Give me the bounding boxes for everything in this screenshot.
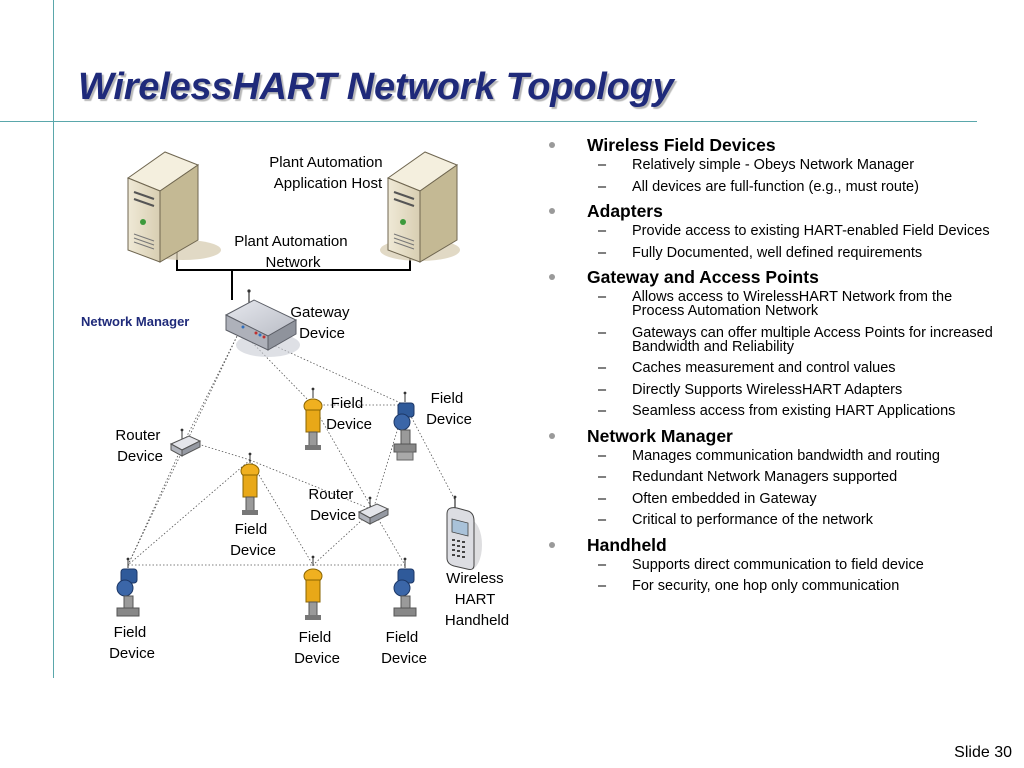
bullet-heading: Gateway and Access Points xyxy=(587,267,819,287)
router-device-center xyxy=(357,496,390,525)
gateway-label: Gateway Device xyxy=(290,304,353,342)
field-device-blue-top-right xyxy=(393,391,417,461)
slide-title: WirelessHART Network Topology xyxy=(78,66,674,108)
sub-bullet: –Manages communication bandwidth and rou… xyxy=(598,447,940,464)
bullet-item: Gateway and Access Points –Allows access… xyxy=(546,267,1006,418)
bullet-item: Handheld –Supports direct communication … xyxy=(546,534,1006,594)
bullet-dot-icon xyxy=(549,208,555,214)
bullet-dot-icon xyxy=(549,432,555,439)
gateway-device xyxy=(224,289,300,357)
sub-bullet-list: –Manages communication bandwidth and rou… xyxy=(587,447,1006,528)
plant-host-server-left xyxy=(126,151,221,263)
field-device-label-middle: Field Device xyxy=(230,521,276,559)
bullet-heading: Network Manager xyxy=(587,425,733,446)
bullet-list: Wireless Field Devices –Relatively simpl… xyxy=(546,135,1006,601)
router-label-left: Router Device xyxy=(115,427,164,465)
left-guide-line xyxy=(53,0,54,678)
field-device-label-top-right: Field Device xyxy=(426,390,472,428)
sub-bullet: –For security, one hop only communicatio… xyxy=(598,578,900,594)
sub-bullet: –All devices are full-function (e.g., mu… xyxy=(598,178,919,195)
field-device-yellow-middle xyxy=(240,452,260,515)
field-device-yellow-bottom xyxy=(303,555,323,620)
handheld-label: Wireless HART Handheld xyxy=(445,570,509,629)
sub-bullet: –Often embedded in Gateway xyxy=(598,490,817,507)
router-device-left xyxy=(169,428,202,457)
wireless-hart-handheld xyxy=(446,495,482,570)
bullet-item: Network Manager –Manages communication b… xyxy=(546,425,1006,528)
bullet-heading: Handheld xyxy=(587,534,667,555)
network-topology-diagram: Plant Automation Application Host Plant … xyxy=(81,151,509,667)
field-device-yellow-top xyxy=(303,387,323,450)
sub-bullet: –Fully Documented, well defined requirem… xyxy=(598,244,923,261)
title-underline xyxy=(0,121,977,122)
sub-bullet: –Redundant Network Managers supported xyxy=(598,469,898,485)
field-device-label-bottom-center: Field Device xyxy=(294,629,340,667)
sub-bullet-list: –Allows access to WirelessHART Network f… xyxy=(587,289,1006,419)
network-manager-label: Network Manager xyxy=(81,314,189,329)
field-device-label-bottom-left: Field Device xyxy=(109,624,155,662)
bullet-dot-icon xyxy=(549,142,555,148)
plant-host-label: Plant Automation Application Host xyxy=(269,154,387,192)
bullet-dot-icon xyxy=(549,274,555,280)
field-device-label-top-center: Field Device xyxy=(326,395,372,433)
sub-bullet-list: –Provide access to existing HART-enabled… xyxy=(587,224,1006,260)
field-device-blue-bottom-right xyxy=(393,557,417,617)
field-device-blue-bottom-left xyxy=(116,557,140,617)
sub-bullet-list: –Supports direct communication to field … xyxy=(587,556,1006,594)
bullet-heading: Wireless Field Devices xyxy=(587,135,776,155)
sub-bullet: –Critical to performance of the network xyxy=(598,512,873,528)
bullet-item: Wireless Field Devices –Relatively simpl… xyxy=(546,135,1006,194)
bullet-item: Adapters –Provide access to existing HAR… xyxy=(546,201,1006,260)
sub-bullet: –Gateways can offer multiple Access Poin… xyxy=(598,324,993,355)
sub-bullet: –Directly Supports WirelessHART Adapters xyxy=(598,381,903,398)
sub-bullet: –Provide access to existing HART-enabled… xyxy=(598,223,990,239)
sub-bullet-list: –Relatively simple - Obeys Network Manag… xyxy=(587,158,1006,194)
router-label-center: Router Device xyxy=(308,486,357,524)
field-device-label-bottom-right: Field Device xyxy=(381,629,427,667)
sub-bullet: –Seamless access from existing HART Appl… xyxy=(598,403,956,419)
bullet-dot-icon xyxy=(549,541,555,548)
bullet-heading: Adapters xyxy=(587,201,663,221)
plant-host-server-right xyxy=(380,151,460,263)
plant-network-label: Plant Automation Network xyxy=(234,233,352,271)
slide-number: Slide 30 xyxy=(954,744,1012,761)
sub-bullet: –Allows access to WirelessHART Network f… xyxy=(598,289,953,319)
sub-bullet: –Caches measurement and control values xyxy=(598,360,896,376)
sub-bullet: –Relatively simple - Obeys Network Manag… xyxy=(598,157,915,173)
sub-bullet: –Supports direct communication to field … xyxy=(598,556,924,573)
